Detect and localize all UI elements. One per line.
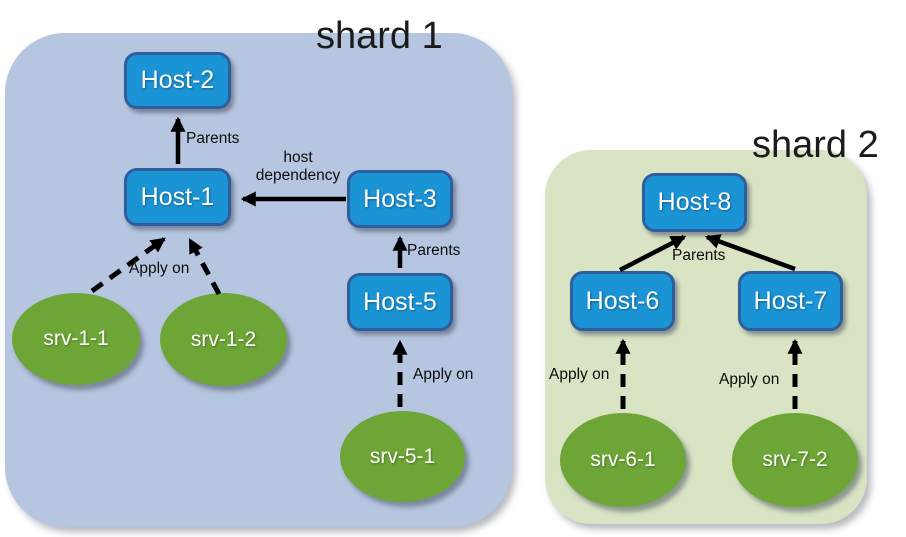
node-srv-1-2: srv-1-2 [160, 293, 287, 386]
edge-label-parents-host1-host2: Parents [186, 130, 240, 147]
edge-label-apply-on-srv1: Apply on [129, 260, 190, 277]
edge-label-parents-host5-host3: Parents [407, 242, 461, 259]
node-host-1: Host-1 [124, 168, 231, 226]
edge-label-apply-on-srv6: Apply on [549, 366, 610, 383]
shard-1-title: shard 1 [316, 15, 443, 57]
edge-label-apply-on-srv5: Apply on [413, 366, 474, 383]
node-host-7: Host-7 [738, 271, 843, 331]
node-srv-7-2: srv-7-2 [732, 413, 858, 507]
node-host-5: Host-5 [347, 273, 453, 331]
node-srv-1-1: srv-1-1 [12, 293, 140, 385]
node-srv-6-1: srv-6-1 [560, 413, 686, 507]
node-host-6: Host-6 [570, 271, 675, 331]
edge-label-apply-on-srv7: Apply on [719, 371, 780, 388]
node-srv-5-1: srv-5-1 [340, 411, 465, 502]
edge-label-parents-host8: Parents [672, 247, 726, 264]
node-host-2: Host-2 [124, 52, 231, 109]
edge-label-host-dependency: host dependency [255, 149, 341, 184]
shard-2-title: shard 2 [752, 124, 879, 166]
node-host-3: Host-3 [347, 170, 453, 228]
node-host-8: Host-8 [642, 173, 747, 232]
